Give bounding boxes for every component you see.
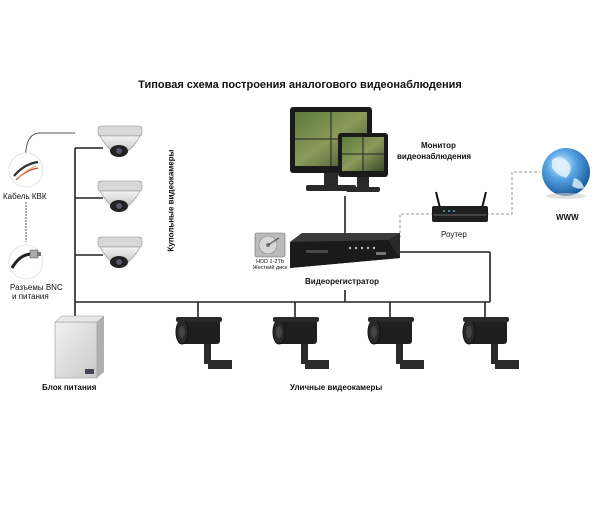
hdd-label-line1: HDD 1-2Tb bbox=[256, 259, 284, 265]
hdd-icon bbox=[254, 232, 286, 258]
cable-label: Кабель КВК bbox=[3, 192, 47, 201]
street-cameras-label: Уличные видеокамеры bbox=[290, 383, 383, 392]
bnc-label-line2: и питания bbox=[12, 292, 49, 301]
dvr-icon bbox=[290, 233, 400, 268]
monitor-label-line2: видеонаблюдения bbox=[397, 152, 472, 161]
hdd-label-line2: Жесткий диск bbox=[252, 265, 288, 271]
www-label: WWW bbox=[556, 213, 579, 222]
street-camera-1 bbox=[175, 317, 232, 369]
router-icon bbox=[432, 191, 488, 222]
bnc-label-line1: Разъемы BNC bbox=[10, 283, 63, 292]
dome-camera-1 bbox=[97, 125, 143, 157]
monitor-label-line1: Монитор bbox=[421, 141, 456, 150]
dome-camera-2 bbox=[97, 180, 143, 212]
bnc-connector-icon bbox=[8, 202, 44, 280]
dome-camera-3 bbox=[97, 236, 143, 268]
cable-icon bbox=[8, 132, 75, 188]
globe-icon bbox=[542, 148, 590, 199]
network-dashed-lines bbox=[399, 171, 540, 238]
street-camera-2 bbox=[272, 317, 329, 369]
diagram-title: Типовая схема построения аналогового вид… bbox=[138, 79, 462, 91]
router-label: Роутер bbox=[441, 230, 467, 239]
street-camera-4 bbox=[462, 317, 519, 369]
monitor-icon bbox=[290, 107, 388, 192]
power-supply-icon bbox=[54, 315, 105, 379]
dvr-label: Видеорегистратор bbox=[305, 277, 379, 286]
dome-cameras-label: Купольные видеокамеры bbox=[166, 149, 176, 252]
power-supply-label: Блок питания bbox=[42, 383, 97, 392]
street-camera-3 bbox=[367, 317, 424, 369]
router-www-dashed bbox=[486, 171, 540, 215]
dvr-router-dashed bbox=[399, 213, 436, 238]
